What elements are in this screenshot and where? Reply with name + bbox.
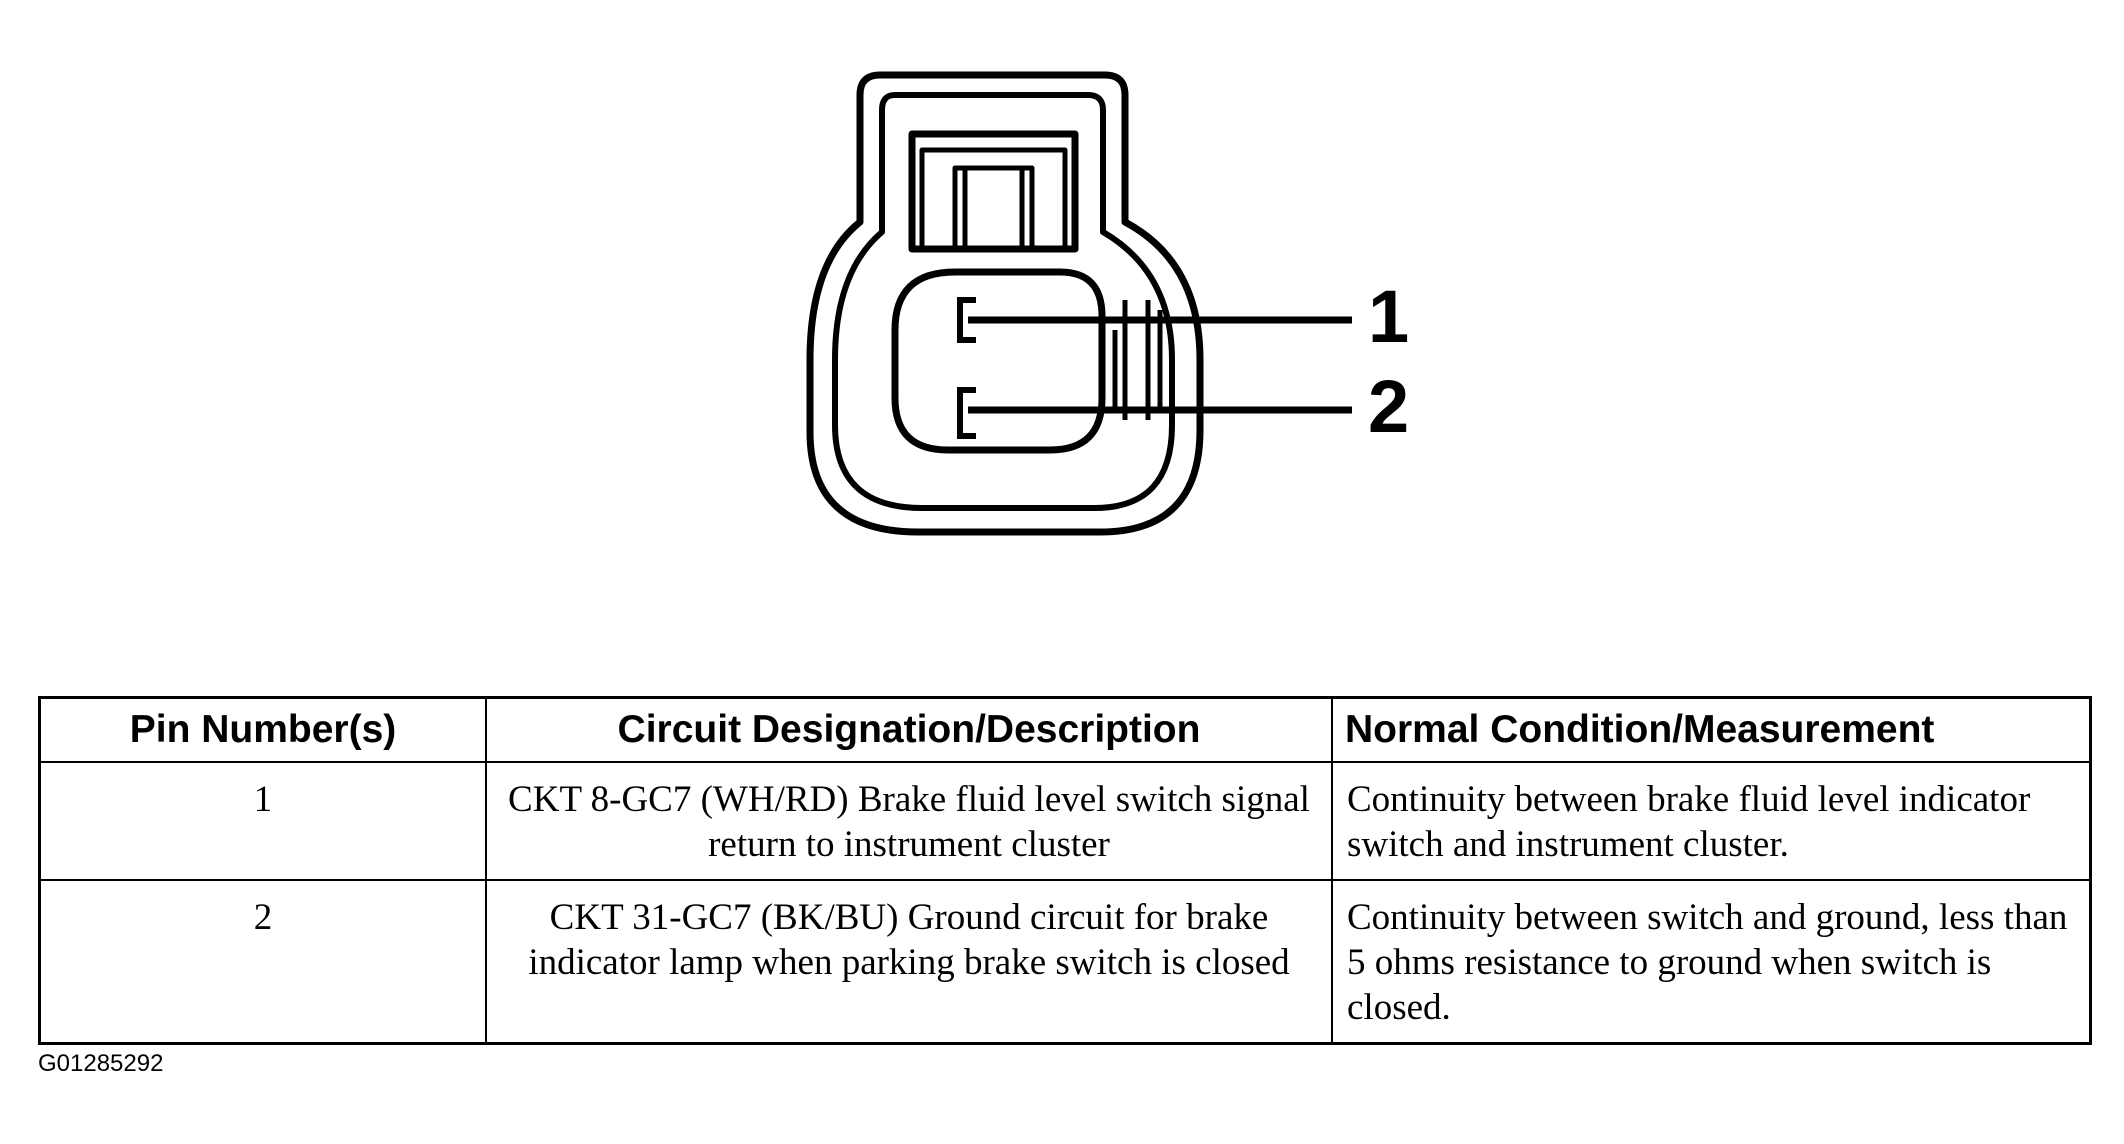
pin-number-cell: 2 bbox=[38, 879, 487, 1045]
header-pin-number: Pin Number(s) bbox=[38, 696, 487, 763]
pin-1-label: 1 bbox=[1368, 275, 1410, 358]
pin-1-terminal bbox=[957, 297, 976, 343]
pin-2-terminal bbox=[957, 387, 976, 439]
connector-body bbox=[806, 71, 1204, 536]
table-row: 1 CKT 8-GC7 (WH/RD) Brake fluid level sw… bbox=[38, 761, 2092, 881]
pin-2-label: 2 bbox=[1368, 365, 1410, 448]
circuit-description-cell: CKT 31-GC7 (BK/BU) Ground circuit for br… bbox=[485, 879, 1333, 1045]
pin-table: Pin Number(s) Circuit Designation/Descri… bbox=[38, 696, 2092, 1045]
table-header-row: Pin Number(s) Circuit Designation/Descri… bbox=[38, 696, 2092, 763]
connector-diagram bbox=[806, 71, 1352, 536]
header-normal-condition: Normal Condition/Measurement bbox=[1331, 696, 2092, 763]
figure-id: G01285292 bbox=[38, 1050, 164, 1077]
circuit-description-cell: CKT 8-GC7 (WH/RD) Brake fluid level swit… bbox=[485, 761, 1333, 881]
pin-number-cell: 1 bbox=[38, 761, 487, 881]
measurement-cell: Continuity between switch and ground, le… bbox=[1331, 879, 2092, 1045]
table-row: 2 CKT 31-GC7 (BK/BU) Ground circuit for … bbox=[38, 879, 2092, 1045]
header-circuit-description: Circuit Designation/Description bbox=[485, 696, 1333, 763]
measurement-cell: Continuity between brake fluid level ind… bbox=[1331, 761, 2092, 881]
